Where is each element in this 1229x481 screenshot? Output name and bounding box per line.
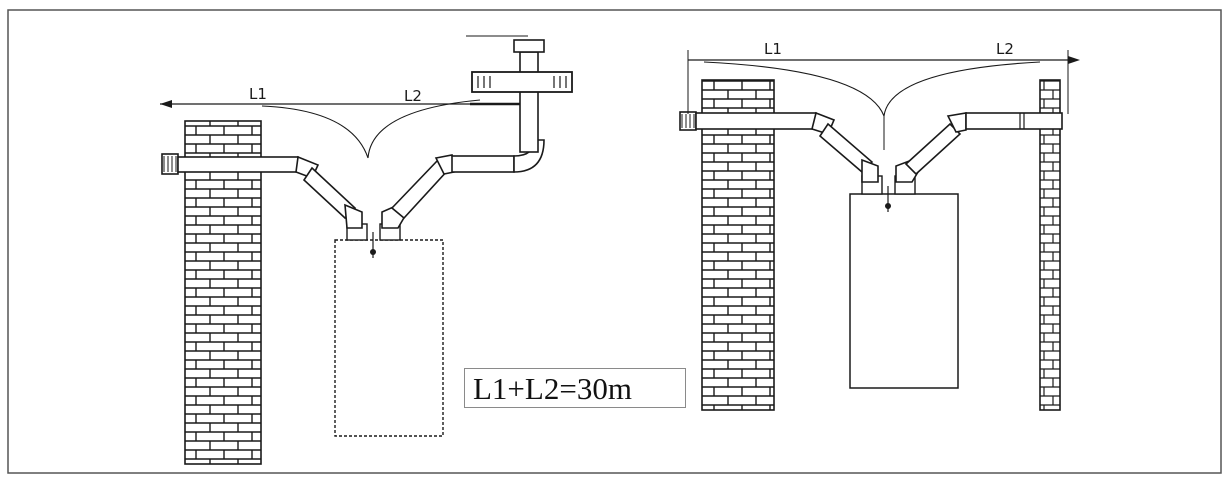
left-flue-elbow-lower [344,203,363,229]
right-boiler [849,193,959,389]
left-air-horizontal [451,155,515,173]
right-air-elbow-upper [946,112,967,133]
left-roof-cap [513,39,545,53]
left-flue-diagonal [302,166,357,220]
right-horizontal-flue-right [965,112,1063,130]
left-air-diagonal [390,158,450,220]
right-horizontal-flue-left [695,112,817,130]
right-brick-wall-right [1039,79,1061,411]
left-label-l2: L2 [404,87,422,105]
figure-border [7,9,1222,474]
right-flue-elbow-lower [861,158,879,183]
left-horizontal-flue [177,156,299,173]
left-boiler [334,239,444,437]
left-diagram: L1 L2 [160,35,573,465]
right-dimension-arc [703,61,1041,119]
right-diagram: L1 L2 [679,40,1080,411]
right-label-l1: L1 [764,40,782,58]
left-brick-wall [184,120,262,465]
left-roof-plate [471,71,573,93]
formula-text: L1+L2=30m [473,371,632,406]
right-label-l2: L2 [996,40,1014,58]
left-dimension-arc [261,99,481,159]
right-air-diagonal [904,122,962,176]
left-vertical-riser [519,51,539,153]
formula-box: L1+L2=30m [464,368,686,408]
left-label-l1: L1 [249,85,267,103]
right-brick-wall-left [701,79,775,411]
